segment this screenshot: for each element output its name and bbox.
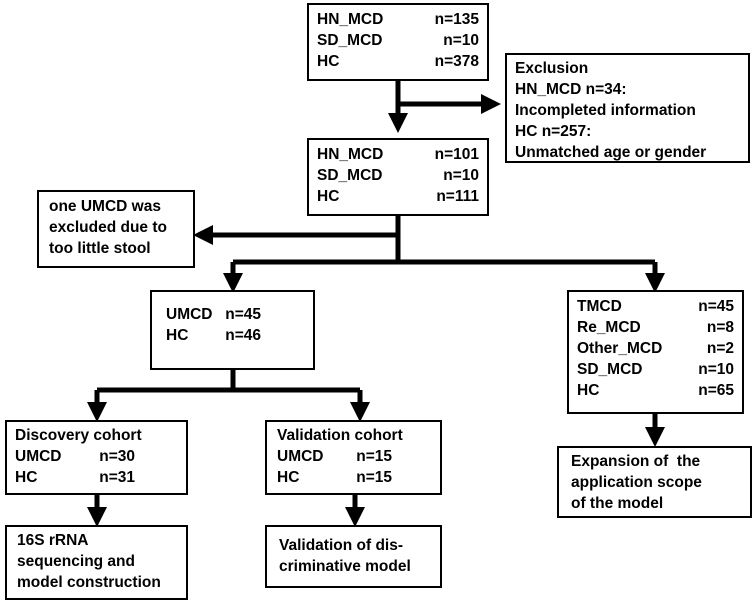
group-label: HC: [166, 327, 189, 344]
group-count: n=15: [356, 469, 392, 486]
umcd-box: UMCD n=45 HC n=46: [150, 290, 315, 370]
row-umcd: UMCD n=45: [166, 304, 261, 325]
validation-model-line: criminative model: [279, 558, 411, 575]
group-label: HC: [317, 188, 340, 205]
group-label: TMCD: [577, 298, 622, 315]
group-label: Other_MCD: [577, 340, 663, 357]
sequencing-line: model construction: [17, 574, 161, 591]
stool-line: too little stool: [49, 240, 151, 257]
stool-line: excluded due to: [49, 219, 167, 236]
group-count: n=135: [434, 11, 479, 28]
group-count: n=111: [436, 188, 479, 205]
expansion-line: of the model: [571, 495, 664, 512]
sequencing-box: 16S rRNA sequencing and model constructi…: [5, 525, 188, 600]
group-count: n=8: [706, 319, 734, 336]
sequencing-line: sequencing and: [17, 553, 135, 570]
group-label: HC: [577, 382, 600, 399]
initial-population-box: HN_MCD n=135 SD_MCD n=10 HC n=378: [307, 3, 489, 81]
row-hc: HC n=31: [15, 467, 135, 488]
validation-model-box: Validation of dis- criminative model: [265, 525, 442, 588]
tmcd-box: TMCD n=45 Re_MCD n=8 Other_MCD n=2 SD_MC…: [567, 290, 744, 414]
group-label: HN_MCD: [317, 11, 384, 28]
validation-model-line: Validation of dis-: [279, 537, 404, 554]
row-hc: HC n=46: [166, 325, 261, 346]
expansion-line: Expansion of the: [571, 453, 701, 470]
row-hc: HC n=15: [277, 467, 392, 488]
group-count: n=31: [99, 469, 135, 486]
stool-line: one UMCD was: [49, 198, 161, 215]
row-hn-mcd: HN_MCD n=101: [317, 144, 479, 165]
discovery-cohort-box: Discovery cohort UMCD n=30 HC n=31: [5, 420, 188, 495]
row-umcd: UMCD n=30: [15, 446, 135, 467]
group-count: n=2: [706, 340, 734, 357]
group-label: UMCD: [166, 306, 213, 323]
discovery-title: Discovery cohort: [15, 427, 142, 444]
validation-title: Validation cohort: [277, 427, 403, 444]
row-hc: HC n=65: [577, 380, 734, 401]
group-count: n=65: [698, 382, 734, 399]
row-sd-mcd: SD_MCD n=10: [577, 359, 734, 380]
sequencing-line: 16S rRNA: [17, 532, 89, 549]
group-label: HC: [15, 469, 38, 486]
group-label: UMCD: [277, 448, 324, 465]
group-label: HC: [317, 53, 340, 70]
group-count: n=15: [356, 448, 392, 465]
group-count: n=10: [443, 32, 479, 49]
exclusion-title: Exclusion: [515, 60, 589, 77]
group-label: UMCD: [15, 448, 62, 465]
exclusion-box: Exclusion HN_MCD n=34: Incompleted infor…: [505, 53, 750, 163]
row-sd-mcd: SD_MCD n=10: [317, 30, 479, 51]
group-count: n=10: [443, 167, 479, 184]
exclusion-line: Unmatched age or gender: [515, 144, 707, 161]
group-label: SD_MCD: [317, 32, 383, 49]
group-count: n=46: [225, 327, 261, 344]
exclusion-line: HC n=257:: [515, 123, 592, 140]
stool-exclusion-box: one UMCD was excluded due to too little …: [37, 190, 195, 268]
group-label: SD_MCD: [317, 167, 383, 184]
group-label: HC: [277, 469, 300, 486]
matched-population-box: HN_MCD n=101 SD_MCD n=10 HC n=111: [307, 138, 489, 216]
expansion-line: application scope: [571, 474, 702, 491]
row-hc: HC n=378: [317, 51, 479, 72]
group-label: Re_MCD: [577, 319, 641, 336]
expansion-box: Expansion of the application scope of th…: [557, 446, 752, 518]
row-hn-mcd: HN_MCD n=135: [317, 9, 479, 30]
row-hc: HC n=111: [317, 186, 479, 207]
row-umcd: UMCD n=15: [277, 446, 392, 467]
group-label: HN_MCD: [317, 146, 384, 163]
row-re-mcd: Re_MCD n=8: [577, 317, 734, 338]
group-count: n=101: [434, 146, 479, 163]
exclusion-line: HN_MCD n=34:: [515, 81, 627, 98]
validation-cohort-box: Validation cohort UMCD n=15 HC n=15: [265, 420, 442, 495]
group-count: n=45: [698, 298, 734, 315]
row-other-mcd: Other_MCD n=2: [577, 338, 734, 359]
group-count: n=10: [698, 361, 734, 378]
group-count: n=378: [434, 53, 479, 70]
exclusion-line: Incompleted information: [515, 102, 696, 119]
group-count: n=30: [99, 448, 135, 465]
row-sd-mcd: SD_MCD n=10: [317, 165, 479, 186]
group-count: n=45: [225, 306, 261, 323]
group-label: SD_MCD: [577, 361, 643, 378]
row-tmcd: TMCD n=45: [577, 296, 734, 317]
